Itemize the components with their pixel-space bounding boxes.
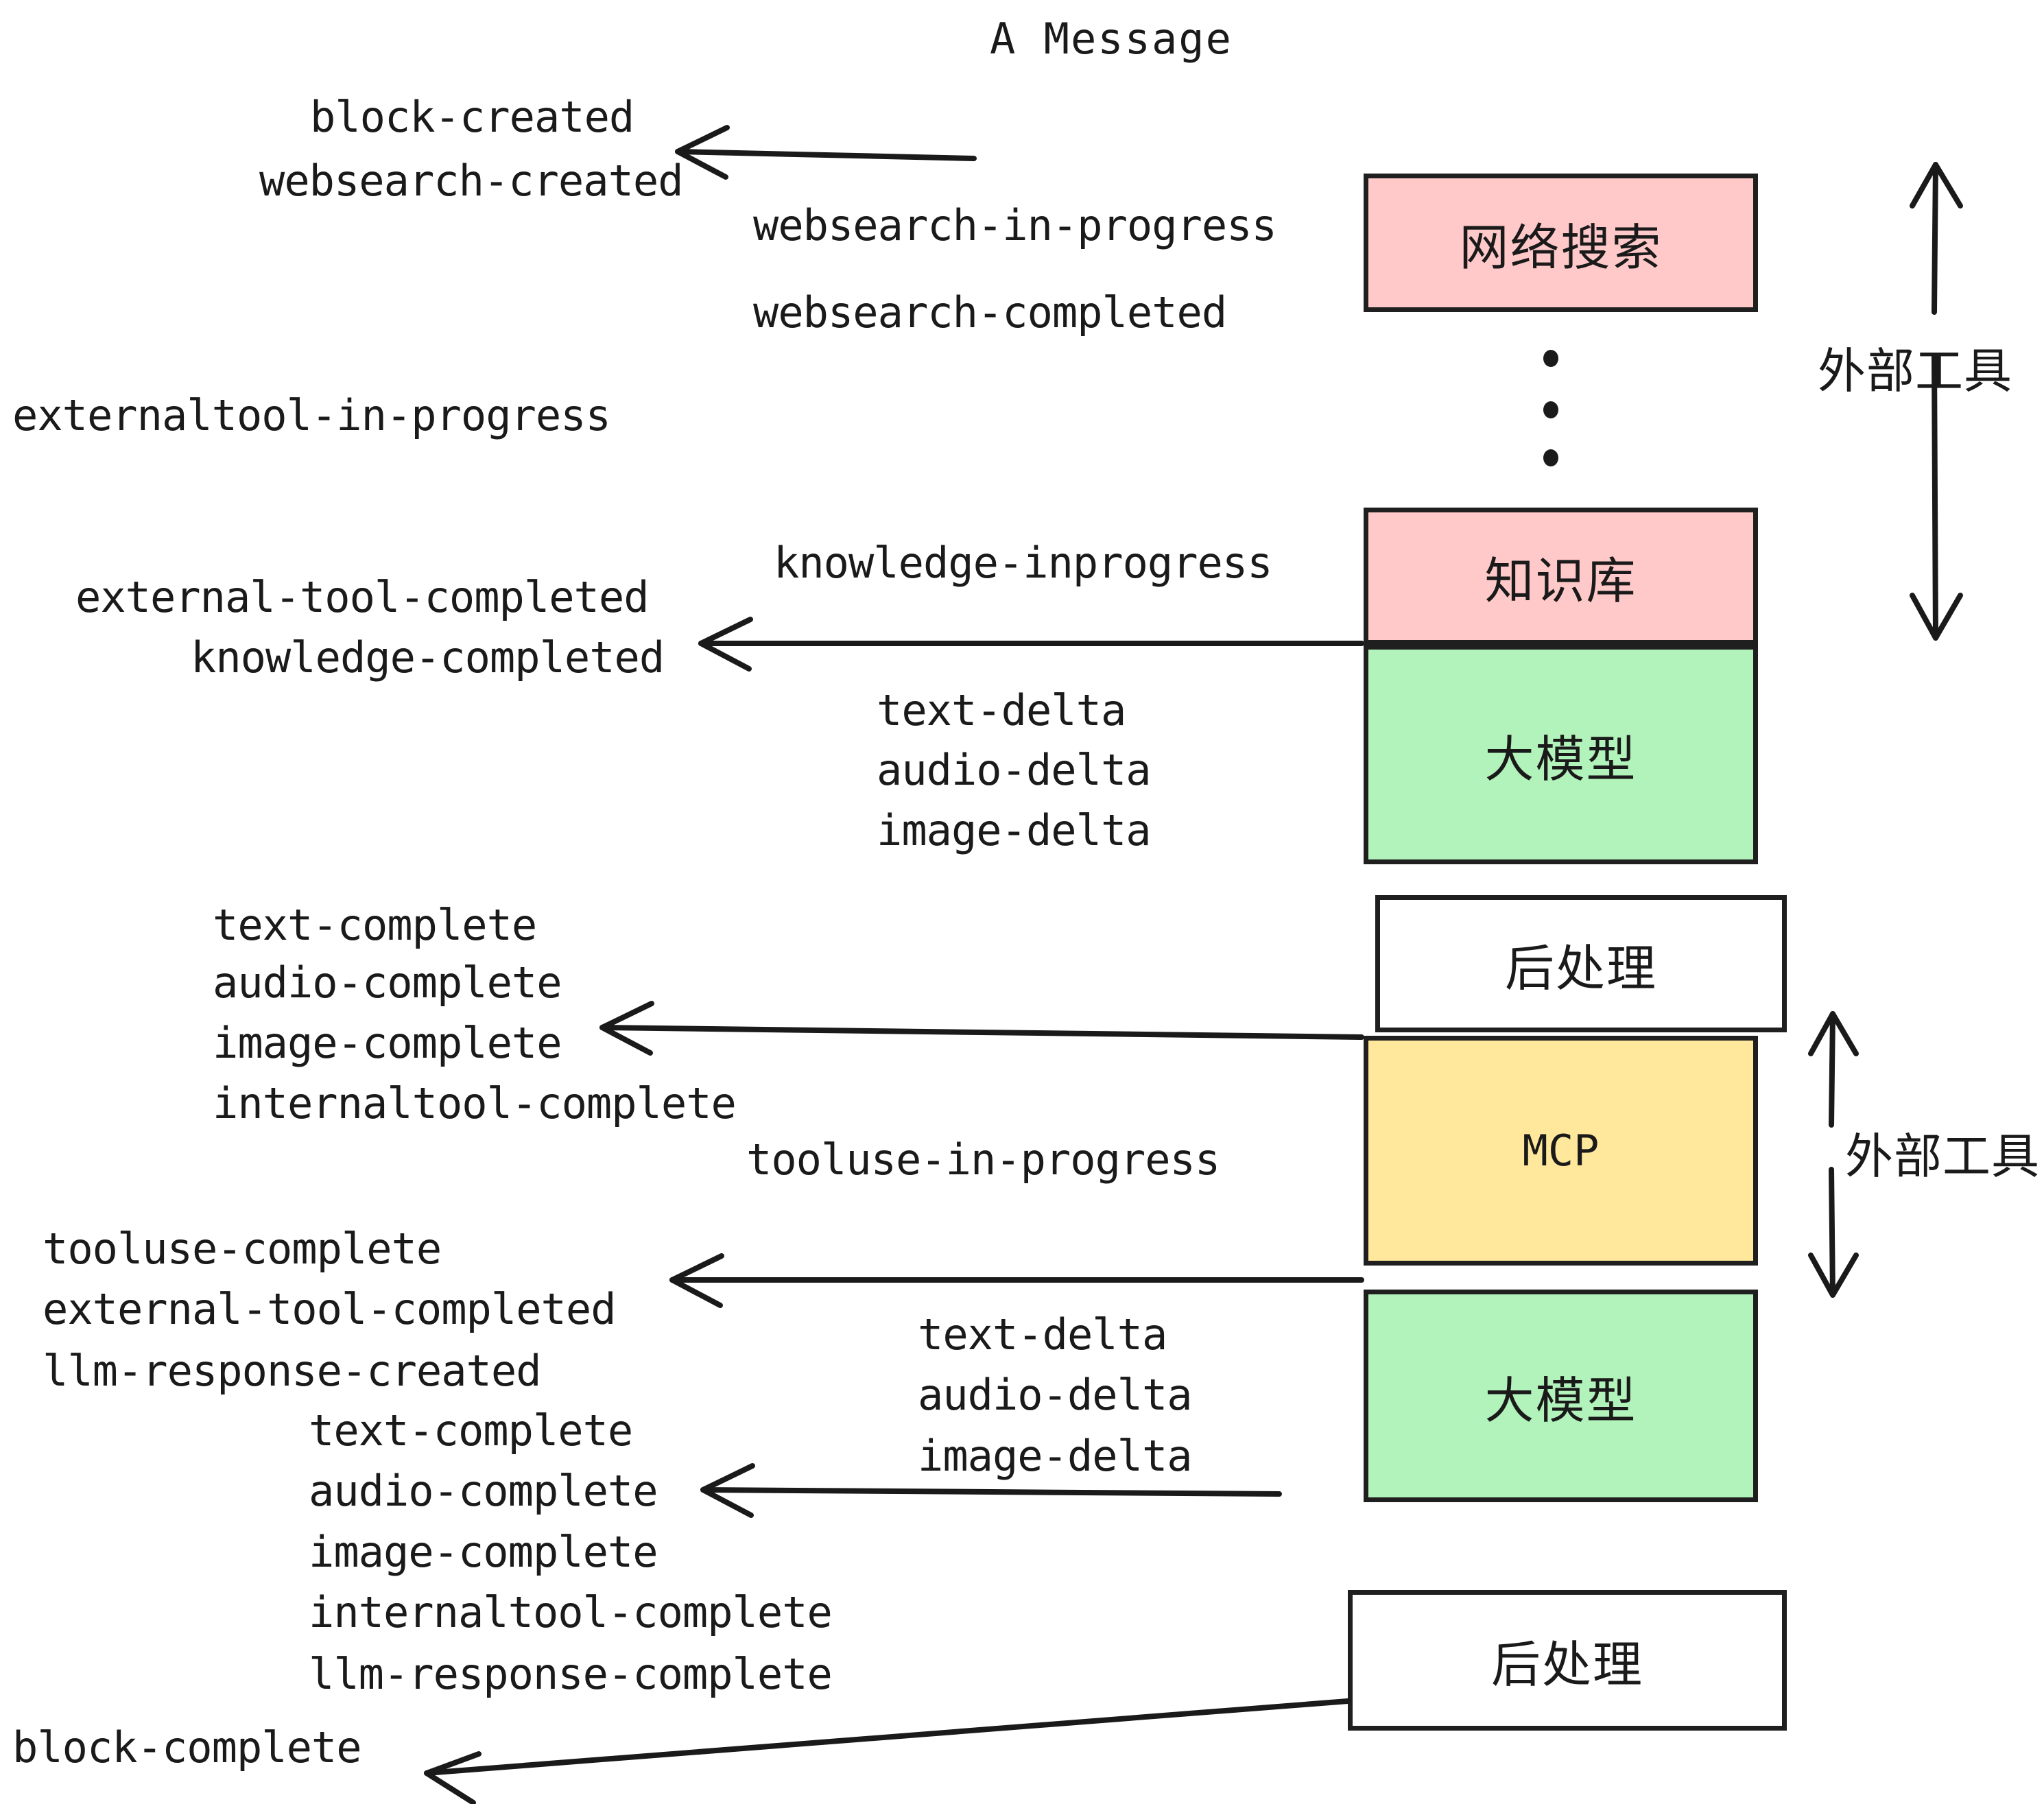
node-box-postprocess-1[interactable]: 后处理: [1375, 895, 1787, 1032]
arrow-llm2-to-tooluse-complete: [669, 1253, 1364, 1308]
event-label-llm-response-created: llm-response-created: [43, 1346, 542, 1396]
node-box-llm-1[interactable]: 大模型: [1364, 645, 1758, 864]
event-label-text-complete-2: text-complete: [309, 1405, 633, 1456]
event-label-external-tool-completed-2: external-tool-completed: [43, 1284, 617, 1334]
page-title: A Message: [990, 14, 1233, 64]
node-label-web-search: 网络搜索: [1459, 218, 1663, 276]
arrow-knowledge-to-knowledge-completed: [698, 617, 1364, 672]
node-box-postprocess-2[interactable]: 后处理: [1348, 1590, 1787, 1731]
event-label-image-complete-1: image-complete: [213, 1018, 562, 1068]
event-label-image-complete-2: image-complete: [309, 1527, 658, 1577]
event-label-externaltool-in-progress: externaltool-in-progress: [12, 390, 611, 440]
event-label-websearch-completed: websearch-completed: [753, 287, 1227, 337]
event-label-tooluse-complete: tooluse-complete: [43, 1224, 442, 1274]
side-label-external-tool-lower: 外部工具: [1845, 1128, 2040, 1185]
event-label-llm-response-complete: llm-response-complete: [309, 1649, 833, 1699]
node-box-knowledge-base[interactable]: 知识库: [1364, 508, 1758, 645]
ellipsis-dot-2: [1543, 401, 1558, 418]
event-label-knowledge-completed: knowledge-completed: [191, 632, 665, 683]
event-label-block-complete: block-complete: [12, 1722, 362, 1772]
node-box-mcp[interactable]: MCP: [1364, 1036, 1758, 1266]
side-label-external-tool-upper: 外部工具: [1818, 343, 2012, 399]
event-label-audio-complete-1: audio-complete: [213, 958, 562, 1008]
event-label-text-delta-1: text-delta: [877, 685, 1126, 735]
ellipsis-dot-3: [1543, 449, 1558, 466]
ellipsis-dot-1: [1543, 350, 1558, 367]
arrow-websearch-to-block-created: [675, 125, 977, 180]
event-label-tooluse-in-progress: tooluse-in-progress: [746, 1135, 1220, 1185]
event-label-text-delta-2: text-delta: [918, 1309, 1167, 1360]
node-label-postprocess-1: 后处理: [1504, 939, 1657, 997]
event-label-audio-complete-2: audio-complete: [309, 1466, 658, 1516]
node-box-llm-2[interactable]: 大模型: [1364, 1290, 1758, 1502]
event-label-image-delta-2: image-delta: [918, 1431, 1193, 1481]
event-label-websearch-in-progress: websearch-in-progress: [753, 200, 1277, 250]
node-label-llm-2: 大模型: [1484, 1371, 1637, 1429]
node-label-llm-1: 大模型: [1484, 730, 1637, 788]
event-label-audio-delta-1: audio-delta: [877, 745, 1152, 795]
event-label-internaltool-complete-2: internaltool-complete: [309, 1587, 833, 1637]
event-label-image-delta-1: image-delta: [877, 805, 1152, 855]
event-label-block-created: block-created: [310, 92, 634, 142]
node-label-mcp: MCP: [1522, 1126, 1600, 1176]
event-label-text-complete-1: text-complete: [213, 900, 537, 950]
event-label-knowledge-inprogress: knowledge-inprogress: [774, 538, 1273, 588]
node-label-postprocess-2: 后处理: [1490, 1636, 1643, 1694]
event-label-audio-delta-2: audio-delta: [918, 1370, 1193, 1420]
arrow-mcp-to-image-complete: [599, 1001, 1364, 1056]
event-label-external-tool-completed-1: external-tool-completed: [75, 572, 650, 622]
event-label-internaltool-complete-1: internaltool-complete: [213, 1078, 737, 1128]
event-label-websearch-created: websearch-created: [259, 156, 684, 206]
arrow-postprocess2-to-block-complete: [424, 1698, 1351, 1804]
node-label-knowledge-base: 知识库: [1484, 551, 1637, 610]
node-box-web-search[interactable]: 网络搜索: [1364, 174, 1758, 312]
